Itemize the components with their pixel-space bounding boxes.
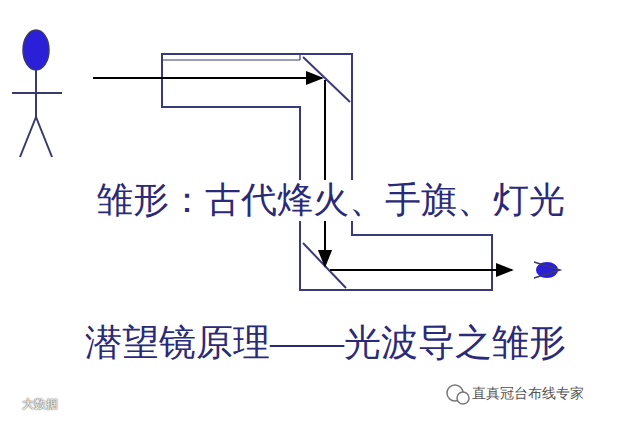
periscope-tube	[162, 54, 492, 290]
figure-head	[23, 30, 49, 70]
wechat-icon	[447, 385, 469, 404]
light-ray	[93, 78, 512, 270]
watermark: 直真冠台布线专家	[472, 385, 584, 401]
caption: 潜望镜原理——光波导之雏形	[85, 322, 566, 365]
stick-figure	[12, 70, 62, 157]
eye	[534, 262, 560, 278]
watermark: 大数据	[22, 398, 58, 412]
mirror	[303, 57, 350, 288]
note-text: 雏形：古代烽火、手旗、灯光	[95, 180, 567, 221]
